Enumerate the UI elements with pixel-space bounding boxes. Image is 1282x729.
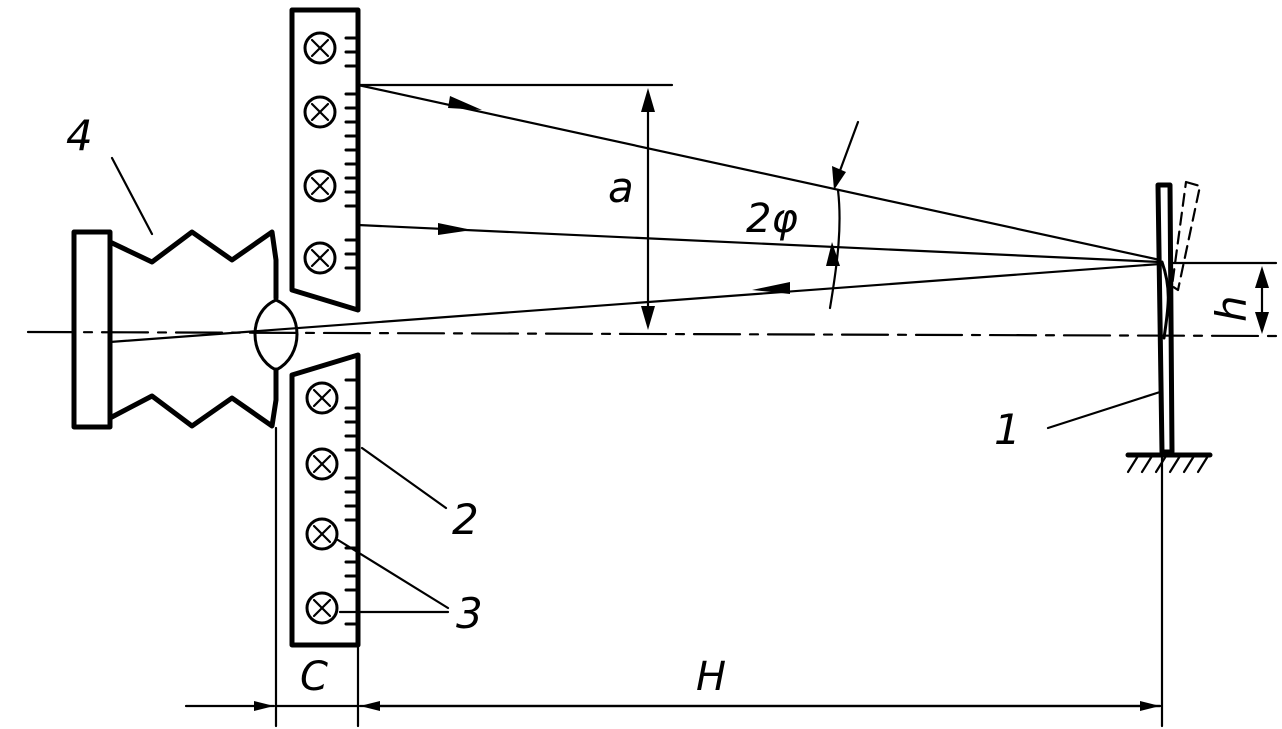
label-part-4: 4 — [66, 111, 93, 160]
ray-arrowhead — [448, 96, 482, 110]
scale-upper — [289, 7, 361, 313]
leader-1 — [1046, 390, 1162, 430]
label-H: H — [696, 654, 726, 700]
part-callouts: 4 2 3 1 — [66, 111, 1162, 638]
label-c: C — [300, 654, 328, 700]
leader-3a — [336, 538, 450, 610]
screw-icon — [305, 517, 339, 551]
screw-icon — [305, 381, 339, 415]
screws-lower — [305, 381, 339, 625]
light-rays — [108, 83, 1162, 344]
incident-ray — [108, 262, 1162, 344]
ground-hatching — [1126, 454, 1210, 474]
screw-icon — [303, 95, 337, 129]
screw-icon — [305, 447, 339, 481]
dimension-c-and-H: C H — [184, 654, 1162, 711]
scale-lower-body — [289, 352, 361, 648]
scale-upper-ticks — [344, 36, 360, 270]
bellows-lower — [107, 367, 279, 429]
bellows-upper — [107, 229, 279, 301]
label-part-2: 2 — [452, 495, 479, 544]
label-part-3: 3 — [456, 589, 483, 638]
screw-icon — [303, 169, 337, 203]
leader-2 — [360, 446, 448, 510]
ray-arrowhead — [752, 282, 790, 294]
label-2phi: 2φ — [746, 196, 798, 242]
angle-2phi: 2φ — [746, 120, 860, 310]
screw-icon — [303, 241, 337, 275]
scale-upper-body — [289, 7, 361, 313]
scale-lower — [289, 352, 361, 648]
screws-upper — [303, 31, 337, 275]
screw-icon — [303, 31, 337, 65]
lens — [253, 298, 299, 372]
scale-lower-ticks — [344, 378, 360, 626]
ray-arrowhead — [438, 223, 472, 235]
light-source-assembly — [71, 229, 299, 430]
label-part-1: 1 — [994, 405, 1021, 454]
screw-icon — [305, 591, 339, 625]
mirror-bend-curve — [1160, 260, 1170, 340]
mirror-strip-body — [1155, 182, 1175, 455]
reflected-ray-upper — [356, 83, 1162, 262]
reflected-ray-middle — [356, 223, 1162, 264]
mirror-deflected-position — [1170, 180, 1202, 292]
leader-4 — [110, 156, 154, 236]
source-housing-plate — [71, 229, 113, 430]
mirror-strip — [1125, 180, 1213, 728]
dimension-h: h — [1170, 261, 1278, 334]
label-h: h — [1207, 295, 1256, 322]
dimension-a: a — [356, 83, 674, 330]
label-a: a — [608, 163, 634, 212]
